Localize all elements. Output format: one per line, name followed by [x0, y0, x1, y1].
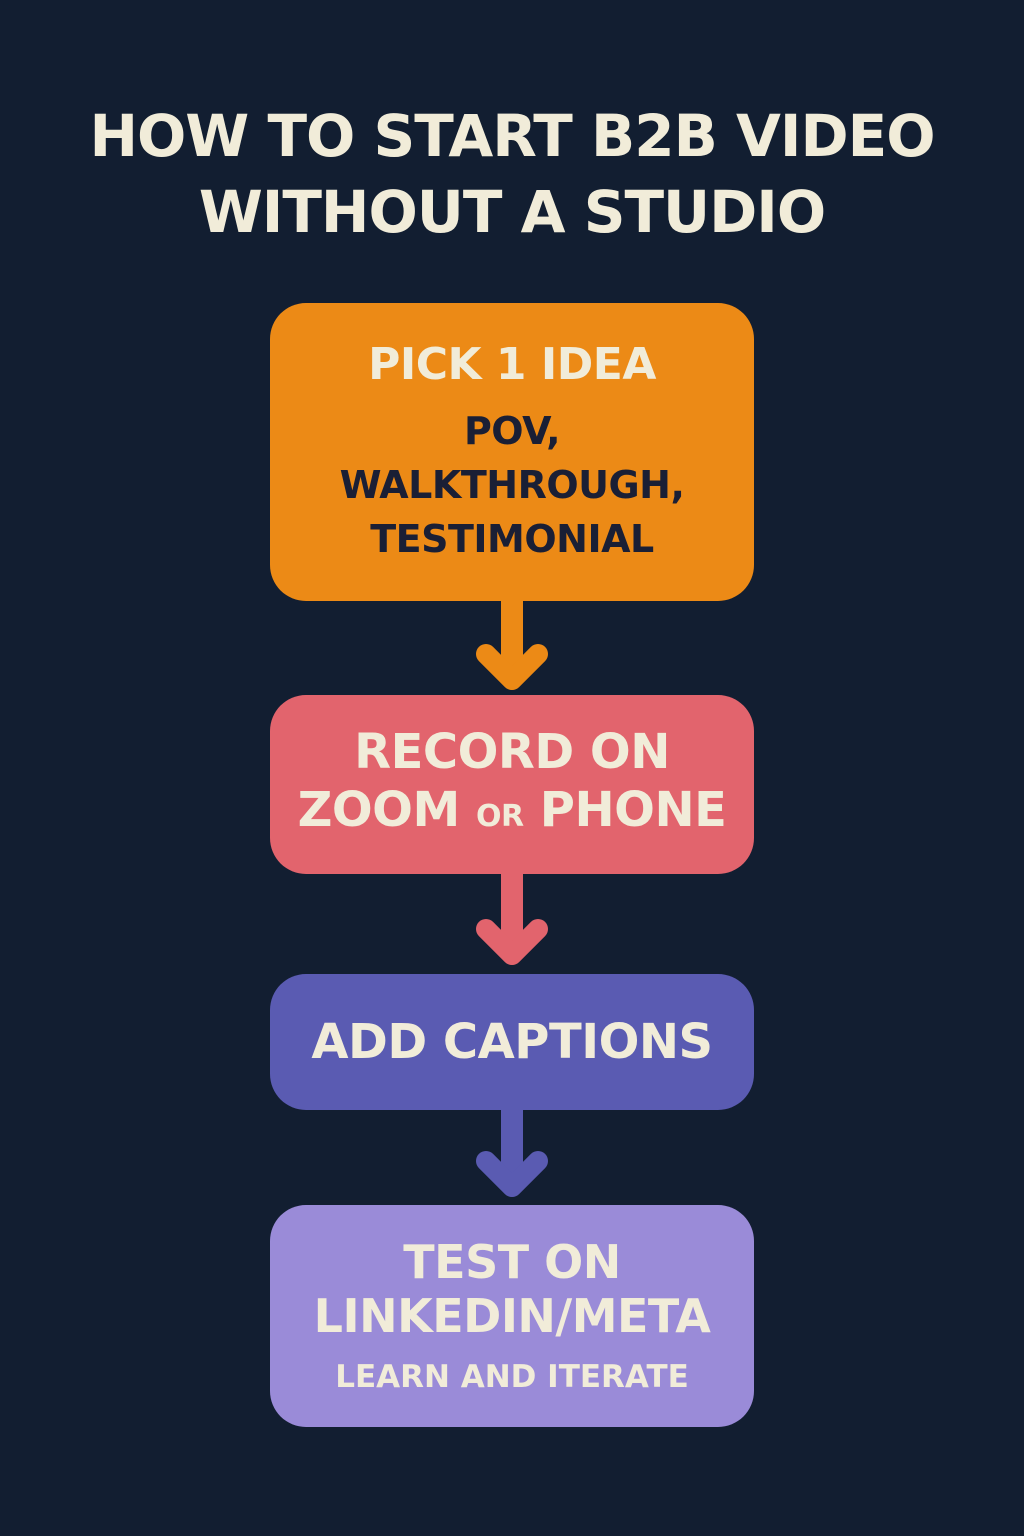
- step-4-sub: LEARN AND ITERATE: [335, 1359, 689, 1395]
- step-pick-idea: PICK 1 IDEA POV, WALKTHROUGH, TESTIMONIA…: [270, 303, 754, 601]
- title-line-1: HOW TO START B2B VIDEO: [89, 102, 935, 170]
- step-2-zoom: ZOOM: [297, 782, 461, 838]
- step-4-line-2: LINKEDIN/META: [313, 1289, 711, 1343]
- arrow-down-icon: [476, 600, 548, 690]
- arrow-down-icon: [476, 1109, 548, 1197]
- arrow-down-icon: [476, 873, 548, 965]
- step-2-line-2: ZOOM OR PHONE: [298, 781, 727, 846]
- page-title: HOW TO START B2B VIDEO WITHOUT A STUDIO: [0, 98, 1024, 250]
- title-line-2: WITHOUT A STUDIO: [198, 178, 826, 246]
- step-1-heading: PICK 1 IDEA: [368, 339, 656, 390]
- step-1-detail-2: WALKTHROUGH,: [339, 463, 685, 507]
- step-add-captions: ADD CAPTIONS: [270, 974, 754, 1110]
- step-4-line-1: TEST ON: [403, 1235, 621, 1289]
- step-2-or: OR: [475, 799, 524, 834]
- step-1-detail-1: POV,: [463, 409, 561, 453]
- step-3-heading: ADD CAPTIONS: [311, 1014, 713, 1070]
- step-2-phone: PHONE: [539, 782, 727, 838]
- step-1-detail-3: TESTIMONIAL: [370, 517, 654, 561]
- step-test: TEST ON LINKEDIN/META LEARN AND ITERATE: [270, 1205, 754, 1427]
- step-record: RECORD ON ZOOM OR PHONE: [270, 695, 754, 874]
- step-2-line-1: RECORD ON: [354, 724, 670, 780]
